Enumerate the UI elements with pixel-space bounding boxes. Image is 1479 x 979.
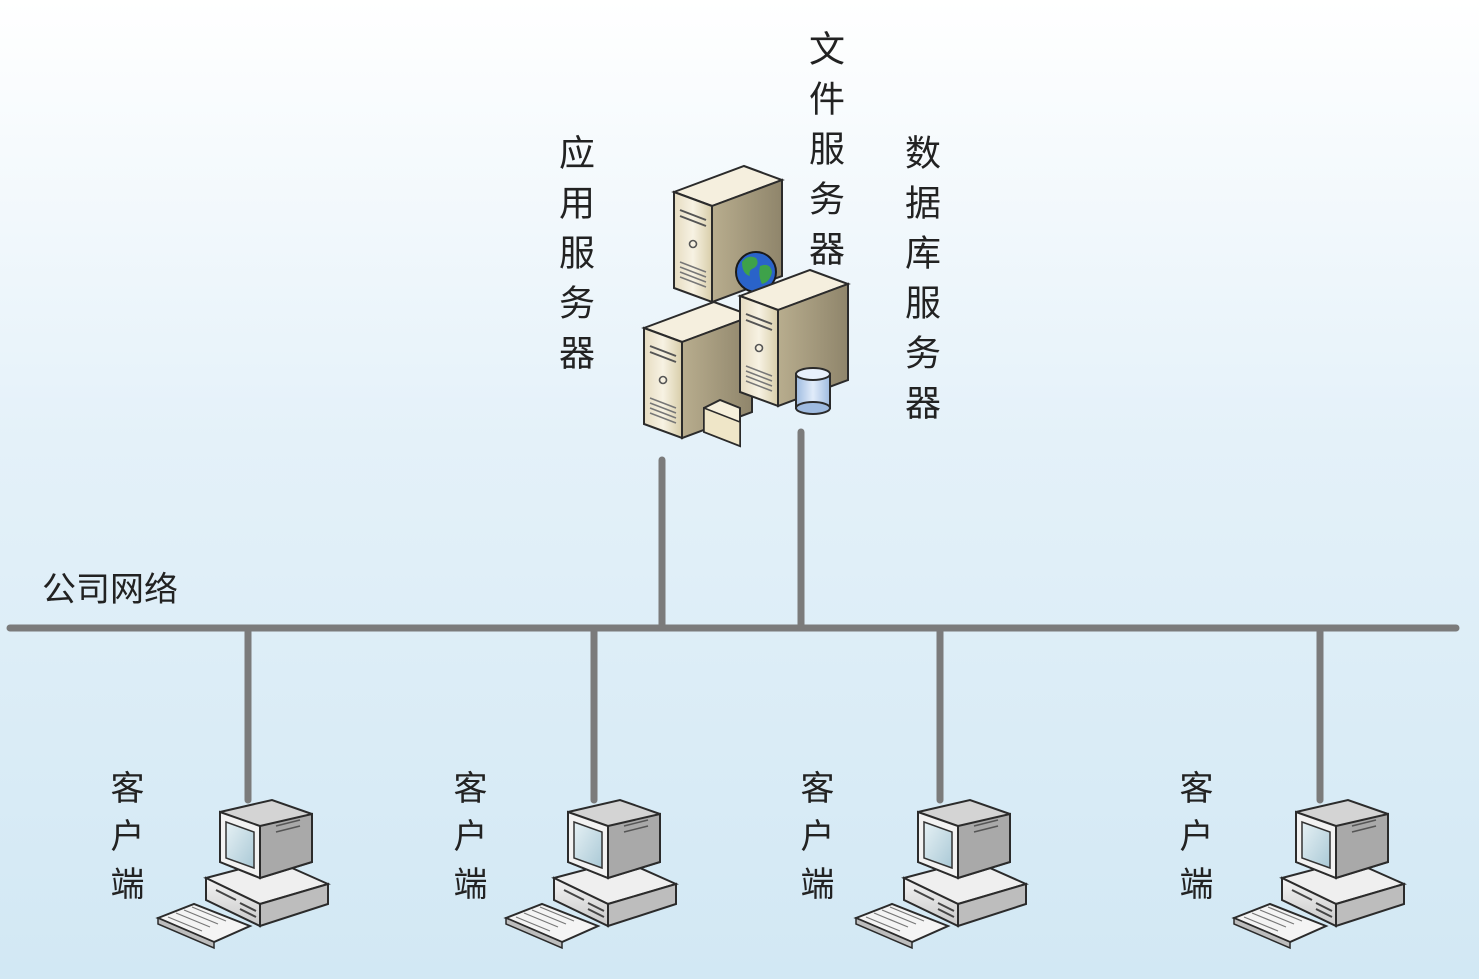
db-server-label: 数据库服务器: [899, 134, 940, 434]
client-computer-4: [1233, 799, 1405, 949]
client-computer-2: [505, 799, 677, 949]
client-label: 客户端: [1173, 770, 1213, 914]
client-computer-1: [157, 799, 329, 949]
file-server-label: 文件服务器: [803, 30, 844, 280]
server-cluster: [643, 165, 849, 448]
client-computer-3: [855, 799, 1027, 949]
desktop-computer-icon: [1233, 799, 1405, 949]
network-label: 公司网络: [42, 570, 178, 610]
database-cylinder-icon: [795, 367, 831, 415]
app-server-label: 应用服务器: [553, 134, 594, 384]
client-label: 客户端: [447, 770, 487, 914]
network-bus: [6, 428, 1460, 804]
desktop-computer-icon: [855, 799, 1027, 949]
database-server-icon: [739, 269, 849, 407]
folder-icon: [703, 398, 741, 448]
desktop-computer-icon: [157, 799, 329, 949]
client-label: 客户端: [104, 770, 144, 914]
desktop-computer-icon: [505, 799, 677, 949]
client-label: 客户端: [794, 770, 834, 914]
